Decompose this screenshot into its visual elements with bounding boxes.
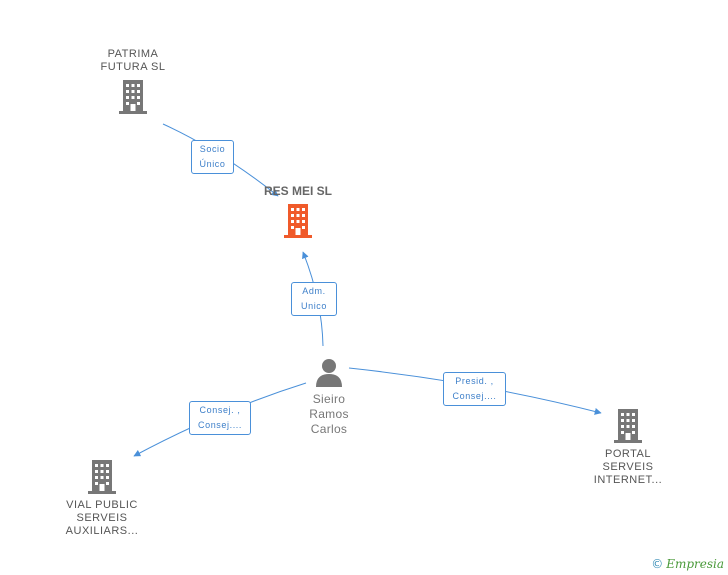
copyright-symbol: © (651, 557, 664, 571)
building-icon (580, 409, 676, 443)
empresia-watermark: ©Empresia (651, 557, 724, 571)
edge-label-socio-unico[interactable]: Socio Único (191, 140, 234, 174)
edge-label-presid[interactable]: Presid. , Consej.... (443, 372, 506, 406)
node-vial-public[interactable]: VIAL PUBLIC SERVEIS AUXILIARS... (52, 460, 152, 538)
node-label: RES MEI SL (263, 184, 332, 198)
node-sieiro-ramos-carlos[interactable]: Sieiro Ramos Carlos (296, 357, 362, 437)
edge-label-consej[interactable]: Consej. , Consej.... (189, 401, 251, 435)
edge-label-adm-unico[interactable]: Adm. Unico (291, 282, 337, 316)
node-res-mei[interactable]: RES MEI SL (250, 185, 346, 238)
building-icon (250, 204, 346, 238)
node-portal-serveis[interactable]: PORTAL SERVEIS INTERNET... (580, 409, 676, 487)
node-patrima-futura[interactable]: PATRIMA FUTURA SL (90, 48, 176, 114)
node-label: PATRIMA FUTURA SL (100, 48, 166, 73)
person-icon (296, 357, 362, 387)
brand-name: Empresia (666, 557, 724, 571)
node-label: PORTAL SERVEIS INTERNET... (593, 448, 663, 486)
building-icon (90, 80, 176, 114)
building-icon (52, 460, 152, 494)
node-label: VIAL PUBLIC SERVEIS AUXILIARS... (65, 499, 139, 537)
node-label: Sieiro Ramos Carlos (309, 392, 349, 436)
